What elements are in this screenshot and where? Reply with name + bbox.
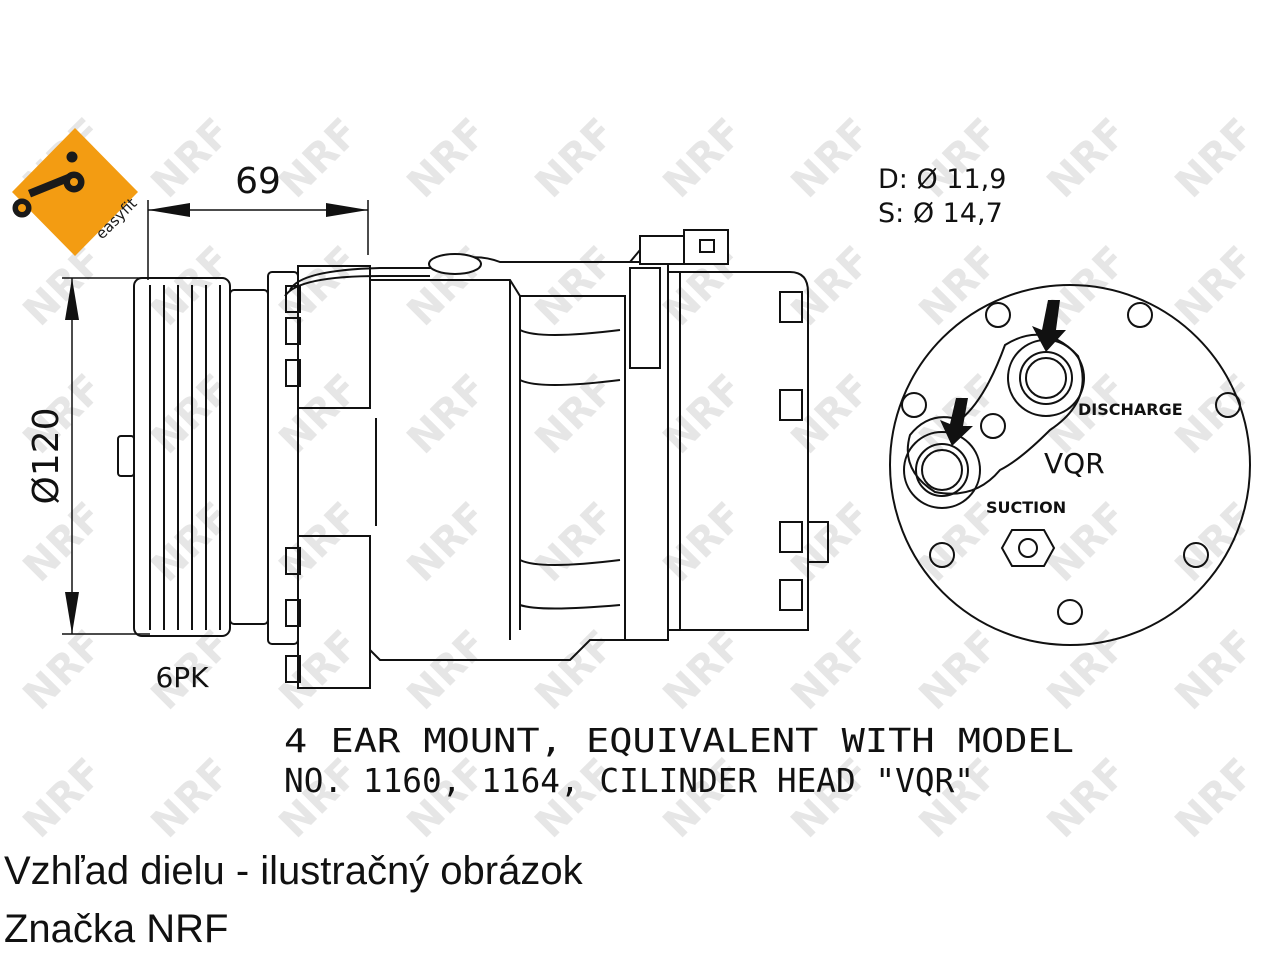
compressor-body	[267, 229, 829, 689]
watermark-text: NRF	[15, 238, 112, 335]
watermark-text: NRF	[399, 110, 496, 207]
note-line-1: 4 EAR MOUNT, EQUIVALENT WITH MODEL	[284, 721, 1074, 760]
wrench-icon	[12, 151, 85, 218]
watermark-text: NRF	[15, 622, 112, 719]
head-model-label: VQR	[1044, 447, 1105, 480]
easyfit-badge: easyfit	[12, 128, 141, 256]
watermark-text: NRF	[1167, 750, 1264, 840]
service-valve	[1000, 529, 1056, 567]
compressor-drawing: NRF NRF NRF NRF NRF NRF NRF NRF NRF NRF NRF NRF NRF N…	[12, 110, 1264, 840]
width-dimension	[147, 200, 369, 280]
diameter-label: Ø120	[26, 407, 67, 504]
watermark-text: NRF	[271, 110, 368, 207]
belt-type-label: 6PK	[155, 661, 209, 694]
width-label: 69	[235, 161, 281, 202]
watermark-text: NRF	[399, 494, 496, 591]
watermark-text: NRF	[783, 494, 880, 591]
watermark-text: NRF	[1167, 110, 1264, 207]
watermark-text: NRF	[399, 622, 496, 719]
watermark-text: NRF	[783, 110, 880, 207]
watermark-text: NRF	[655, 366, 752, 463]
arrow-icon	[940, 300, 1066, 446]
watermark-text: NRF	[1167, 494, 1264, 591]
watermark-text: NRF	[783, 238, 880, 335]
watermark-text: NRF	[527, 494, 624, 591]
caption-brand: Značka NRF	[4, 907, 229, 951]
diameter-dimension	[62, 277, 150, 635]
watermark-text: NRF	[655, 494, 752, 591]
suction-port	[903, 431, 981, 509]
watermark-text: NRF	[271, 494, 368, 591]
watermark-text: NRF	[15, 750, 112, 840]
watermark-text: NRF	[1167, 238, 1264, 335]
watermark-text: NRF	[1039, 750, 1136, 840]
pulley	[117, 277, 269, 637]
watermark-text: NRF	[399, 238, 496, 335]
watermark-text: NRF	[911, 622, 1008, 719]
caption-illustrative: Vzhľad dielu - ilustračný obrázok	[4, 849, 583, 893]
watermark-text: NRF	[1167, 622, 1264, 719]
watermark-text: NRF	[15, 494, 112, 591]
cylinder-head-face	[889, 284, 1251, 646]
watermark-text: NRF	[783, 366, 880, 463]
suction-label: SUCTION	[986, 498, 1066, 517]
discharge-port-size: D: Ø 11,9	[878, 164, 1006, 195]
watermark-text: NRF	[527, 238, 624, 335]
discharge-label: DISCHARGE	[1078, 400, 1183, 419]
suction-port-size: S: Ø 14,7	[878, 198, 1003, 229]
watermark-text: NRF	[655, 622, 752, 719]
watermark-text: NRF	[143, 110, 240, 207]
watermark-text: NRF	[527, 110, 624, 207]
watermark-text: NRF	[655, 110, 752, 207]
note-line-2: NO. 1160, 1164, CILINDER HEAD "VQR"	[284, 761, 974, 800]
watermark-text: NRF	[143, 750, 240, 840]
watermark-text: NRF	[1039, 110, 1136, 207]
watermark-text: NRF	[399, 366, 496, 463]
watermark-text: NRF	[527, 622, 624, 719]
watermark-text: NRF	[783, 622, 880, 719]
watermark-text: NRF	[911, 238, 1008, 335]
watermark-text: NRF	[1039, 622, 1136, 719]
